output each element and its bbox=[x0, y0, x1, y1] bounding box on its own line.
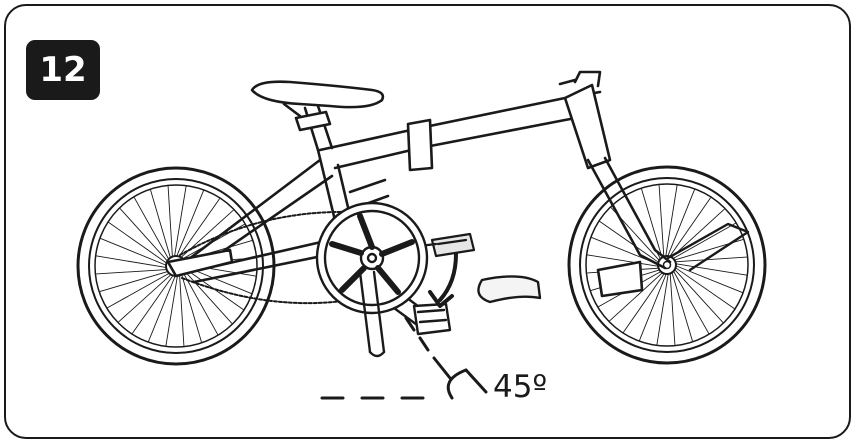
step-number: 12 bbox=[39, 50, 87, 90]
spoke bbox=[99, 270, 171, 292]
curved-arrow-down-icon bbox=[428, 252, 458, 308]
spoke bbox=[119, 208, 170, 263]
chain bbox=[179, 210, 351, 305]
spoke bbox=[167, 185, 173, 260]
spoke bbox=[673, 262, 747, 276]
spoke bbox=[641, 188, 664, 260]
spoke bbox=[673, 266, 735, 309]
spoke bbox=[108, 222, 169, 265]
front-wheel bbox=[567, 165, 767, 365]
saddle bbox=[250, 80, 385, 152]
spoke bbox=[181, 270, 219, 335]
folding-pedal-rear bbox=[418, 232, 476, 258]
spoke bbox=[173, 186, 187, 259]
kickstand bbox=[477, 275, 542, 304]
spoke bbox=[150, 189, 172, 261]
spoke bbox=[672, 268, 710, 334]
angle-arc-icon bbox=[320, 316, 488, 400]
spoke bbox=[639, 271, 668, 341]
angle-label: 45º bbox=[493, 369, 548, 405]
spoke bbox=[670, 222, 736, 260]
spoke bbox=[175, 190, 204, 259]
spoke bbox=[669, 270, 676, 346]
spoke bbox=[118, 272, 173, 323]
chainring bbox=[315, 201, 429, 315]
spoke bbox=[587, 254, 661, 268]
spoke bbox=[165, 273, 179, 346]
spoke bbox=[133, 197, 171, 262]
spoke bbox=[658, 184, 665, 260]
spoke bbox=[664, 185, 678, 259]
spoke bbox=[599, 221, 661, 264]
spoke bbox=[623, 271, 666, 333]
spoke bbox=[672, 267, 724, 323]
spoke bbox=[668, 197, 711, 259]
front-fork-leg bbox=[666, 222, 750, 272]
spoke bbox=[609, 270, 665, 322]
spoke bbox=[670, 270, 693, 342]
crank-arm-left bbox=[358, 270, 386, 358]
spoke bbox=[148, 273, 177, 342]
spoke bbox=[656, 271, 670, 345]
spoke bbox=[672, 256, 748, 263]
spoke bbox=[100, 238, 169, 267]
spoke bbox=[177, 198, 220, 259]
spoke bbox=[180, 271, 202, 343]
spoke bbox=[673, 264, 743, 293]
spoke bbox=[182, 269, 233, 324]
spoke bbox=[107, 271, 172, 309]
step-number-badge: 12 bbox=[26, 40, 100, 100]
spoke bbox=[95, 269, 170, 275]
spoke bbox=[666, 189, 695, 259]
spoke bbox=[179, 272, 185, 347]
spoke bbox=[96, 255, 169, 269]
spoke bbox=[132, 273, 175, 334]
illustration-frame bbox=[4, 4, 851, 439]
